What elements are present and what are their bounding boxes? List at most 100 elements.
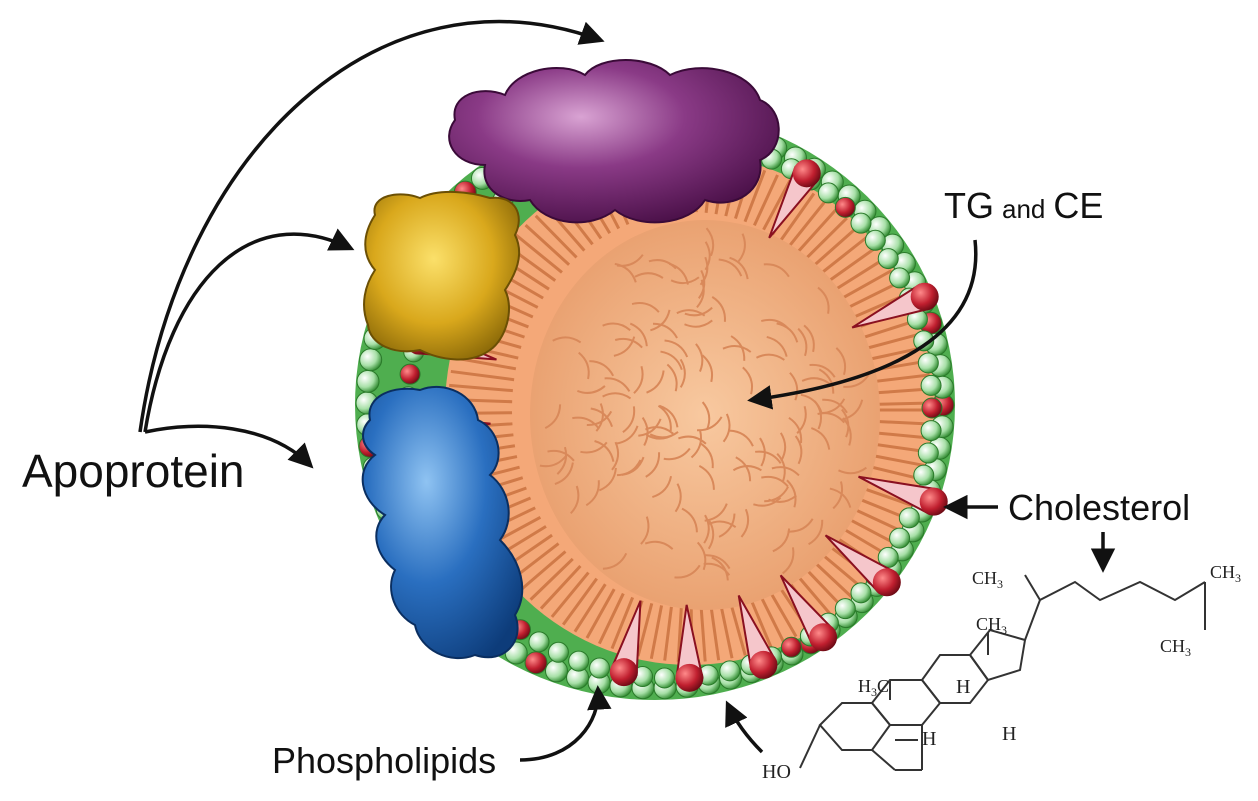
fatty-acid-tail	[753, 174, 779, 227]
triglyceride-strand	[842, 417, 852, 446]
phospholipid-head	[877, 546, 899, 568]
triglyceride-strand	[696, 416, 723, 432]
fatty-acid-tail	[534, 214, 578, 259]
fatty-acid-tail	[539, 565, 582, 610]
triglyceride-strand	[681, 507, 698, 533]
neutral-lipid-core	[530, 220, 880, 610]
triglyceride-strand	[616, 254, 644, 267]
phospholipid-head	[913, 464, 935, 486]
triglyceride-strand	[703, 562, 731, 576]
cholesterol-spike	[779, 574, 838, 652]
arrow-apo-purple	[138, 20, 605, 433]
fatty-acid-tail	[825, 246, 877, 284]
triglyceride-strand	[638, 418, 662, 437]
lipoprotein-particle	[355, 59, 955, 700]
triglyceride-strand	[554, 462, 574, 485]
triglyceride-strand	[633, 365, 644, 394]
triglyceride-strand	[594, 440, 615, 462]
triglyceride-strand	[670, 276, 700, 285]
fatty-acid-tail	[766, 587, 798, 638]
fatty-acid-tail	[636, 603, 654, 657]
triglyceride-strand	[704, 554, 731, 570]
triglyceride-strand	[737, 233, 746, 263]
cholesterol-spike	[737, 594, 778, 679]
triglyceride-strand	[782, 547, 795, 575]
triglyceride-strand	[789, 372, 799, 401]
fatty-acid-tail	[676, 607, 683, 662]
cholesterol-spike	[824, 534, 901, 597]
triglyceride-strand	[660, 350, 683, 371]
fatty-acid-tail	[709, 606, 721, 661]
triglyceride-strand	[698, 465, 715, 490]
triglyceride-strand	[611, 441, 620, 471]
arrow-core	[747, 239, 978, 410]
triglyceride-strand	[615, 425, 639, 445]
triglyceride-strand	[835, 347, 847, 376]
phospholipid-head	[850, 582, 872, 604]
triglyceride-strand	[666, 363, 678, 392]
cholesterol-spike	[851, 282, 939, 329]
triglyceride-strand	[629, 322, 648, 347]
triglyceride-strand	[690, 430, 703, 459]
cholesterol-head	[399, 363, 421, 385]
cholesterol-head	[524, 651, 548, 675]
triglyceride-strand	[788, 416, 803, 444]
triglyceride-strand	[832, 481, 844, 510]
triglyceride-strand	[585, 480, 600, 507]
phospholipid-head	[920, 420, 942, 442]
fatty-acid-tail	[796, 208, 838, 254]
triglyceride-strand	[703, 514, 710, 544]
triglyceride-strand	[695, 343, 704, 372]
fatty-acid-tail	[779, 192, 816, 241]
fatty-acid-tail	[804, 217, 848, 261]
triglyceride-strand	[814, 400, 823, 430]
triglyceride-strand	[818, 368, 835, 394]
triglyceride-strand	[622, 406, 636, 433]
triglyceride-strand	[539, 455, 567, 468]
fatty-acid-tail	[610, 596, 635, 650]
fatty-acid-tail	[699, 607, 707, 662]
triglyceride-strand	[711, 296, 726, 322]
triglyceride-strand	[732, 465, 762, 472]
fatty-acid-tail	[529, 557, 574, 601]
triglyceride-strand	[786, 479, 797, 508]
triglyceride-strand	[810, 427, 831, 450]
triglyceride-strand	[755, 450, 782, 464]
phospholipid-head	[917, 352, 939, 374]
cholesterol-spike	[768, 159, 821, 239]
triglyceride-strand	[641, 416, 649, 446]
triglyceride-strand	[663, 447, 691, 461]
triglyceride-strand	[614, 337, 643, 349]
triglyceride-strand	[652, 476, 673, 499]
triglyceride-strand	[657, 404, 672, 432]
triglyceride-strand	[803, 324, 815, 353]
phospholipid-head	[877, 248, 899, 270]
triglyceride-strand	[779, 432, 787, 462]
triglyceride-strand	[718, 513, 736, 538]
triglyceride-strand	[578, 351, 590, 380]
triglyceride-strand	[544, 404, 562, 430]
phospholipid-head	[889, 267, 911, 289]
triglyceride-strand	[761, 475, 789, 488]
phospholipid-head	[547, 641, 569, 663]
ch3-label-d: CH3	[976, 614, 1007, 637]
triglyceride-strand	[602, 392, 632, 400]
fatty-acid-tail	[788, 200, 827, 247]
arrow-apo-blue	[144, 424, 314, 469]
phospholipid-head	[544, 659, 568, 683]
triglyceride-strand	[645, 452, 661, 478]
fatty-acid-tail	[450, 369, 515, 382]
triglyceride-strand	[701, 354, 714, 383]
triglyceride-strand	[652, 322, 678, 339]
triglyceride-strand	[580, 441, 608, 454]
triglyceride-strand	[674, 483, 682, 513]
triglyceride-strand	[604, 377, 631, 392]
fatty-acid-tail	[649, 605, 664, 660]
phospholipid-head	[920, 374, 942, 396]
triglyceride-strand	[822, 398, 848, 414]
triglyceride-strand	[634, 272, 664, 279]
triglyceride-strand	[659, 404, 679, 428]
triglyceride-strand	[547, 449, 575, 462]
fatty-acid-tail	[524, 223, 571, 266]
